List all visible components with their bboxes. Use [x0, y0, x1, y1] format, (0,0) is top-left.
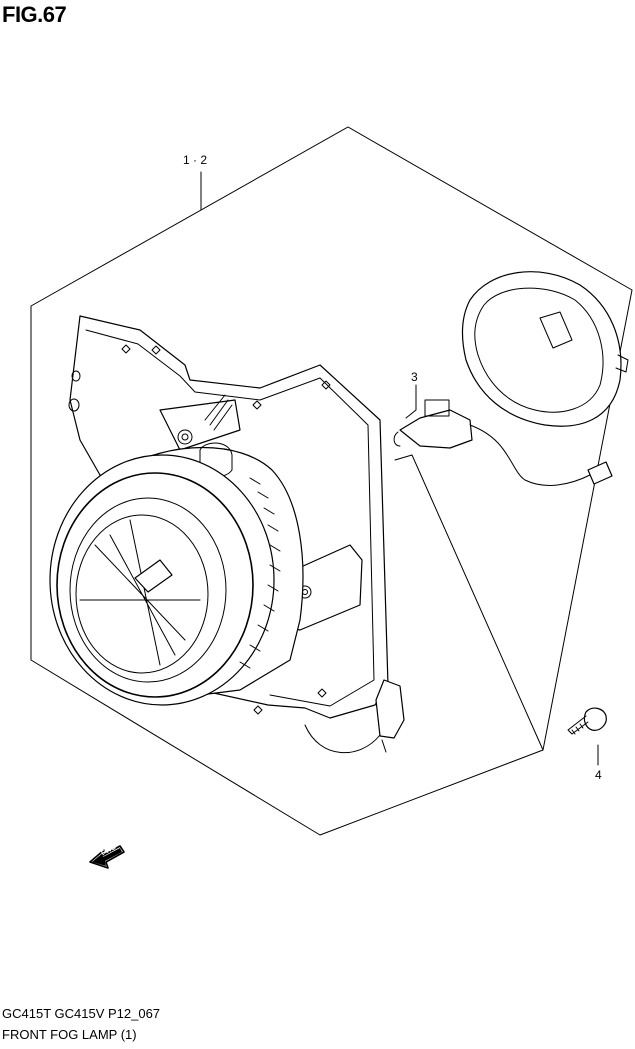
figure-title: FIG.67 [2, 2, 67, 27]
bracket-connector [304, 679, 405, 754]
bulb-socket [393, 399, 613, 486]
model-code: GC415T GC415V P12_067 [2, 1006, 161, 1021]
leader-line-3 [405, 384, 417, 419]
callout-bulb: 3 [411, 370, 418, 384]
retaining-ring [461, 271, 629, 427]
leader-line-bulb [394, 454, 544, 751]
diagram-caption: FRONT FOG LAMP (1) [2, 1027, 137, 1042]
callout-lamp-assy: 1 · 2 [183, 153, 208, 167]
fog-lamp-unit [49, 394, 304, 706]
fwd-arrow-icon [89, 845, 125, 869]
callout-screw: 4 [595, 768, 602, 782]
screw-part [567, 707, 607, 735]
